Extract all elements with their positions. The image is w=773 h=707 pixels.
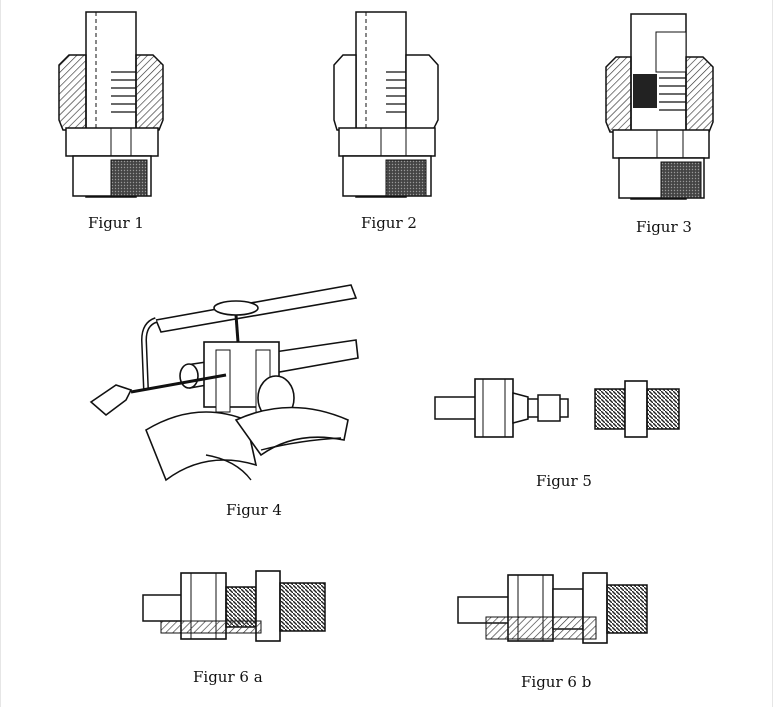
- figure-caption-6b: Figur 6 b: [521, 673, 592, 691]
- figure-caption-3: Figur 3: [636, 218, 692, 236]
- fitting-section-drawing-1: [58, 11, 164, 198]
- figure-caption-2: Figur 2: [361, 214, 417, 232]
- fitting-assembled-drawing-6b: [457, 572, 648, 644]
- pipe-cutting-tool-drawing: [89, 284, 359, 482]
- fitting-assembled-drawing-6a: [142, 570, 326, 642]
- fitting-section-drawing-3: [605, 13, 714, 200]
- figure-caption-6a: Figur 6 a: [193, 668, 263, 686]
- fitting-parts-drawing: [434, 378, 680, 438]
- figure-caption-4: Figur 4: [226, 501, 282, 519]
- figure-caption-1: Figur 1: [88, 214, 144, 232]
- figure-caption-5: Figur 5: [536, 472, 592, 490]
- fitting-section-drawing-2: [333, 11, 439, 198]
